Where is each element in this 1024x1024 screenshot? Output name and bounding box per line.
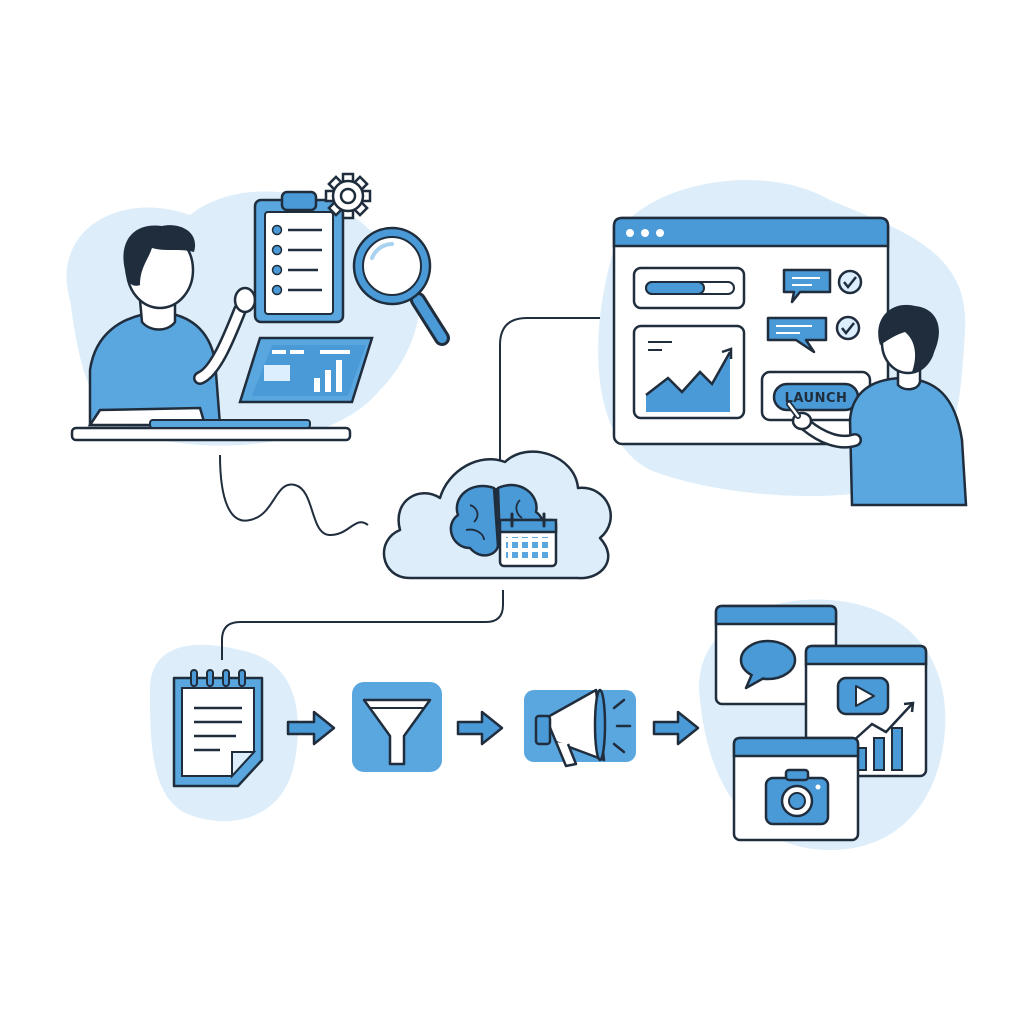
chat-bubble-icon <box>766 316 828 354</box>
chat-bubble-icon <box>782 268 832 304</box>
line-chart-card <box>632 324 746 420</box>
launch-button-label: LAUNCH <box>785 391 848 406</box>
calendar-icon <box>498 512 558 568</box>
media-card-camera <box>732 736 860 842</box>
camera-icon <box>764 768 830 826</box>
person-pointing <box>786 304 968 507</box>
check-circle-icon <box>835 315 861 341</box>
bar-chart-icon <box>851 701 915 771</box>
arrow-right-icon <box>286 710 336 746</box>
connector-top-right <box>499 317 600 470</box>
funnel-icon <box>352 682 442 772</box>
clipboard-checklist-icon <box>253 190 345 324</box>
chat-bubble-icon <box>739 639 797 690</box>
magnifier-icon <box>352 226 450 346</box>
check-circle-icon <box>837 269 863 295</box>
arrow-right-icon <box>652 710 700 746</box>
arrow-right-icon <box>456 710 504 746</box>
dashboard-window: LAUNCH <box>612 216 890 446</box>
notepad-icon <box>172 669 264 788</box>
gear-icon <box>324 172 372 220</box>
megaphone-icon <box>524 688 636 768</box>
connector-bottom <box>221 590 504 660</box>
progress-card <box>632 266 746 310</box>
connector-wave <box>219 454 369 537</box>
video-play-icon <box>836 676 890 716</box>
laptop-chart-icon <box>149 336 374 429</box>
